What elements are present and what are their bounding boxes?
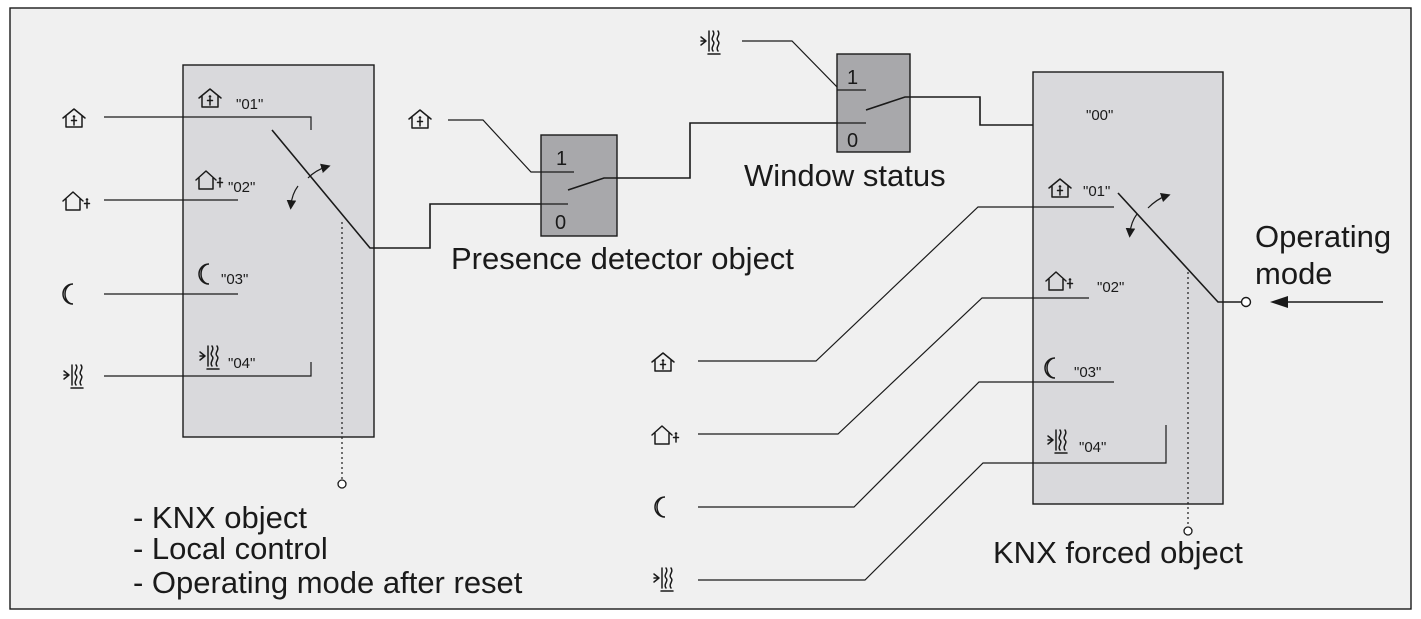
left-label-04: "04": [228, 355, 255, 372]
switch-arrow-icon: [1147, 192, 1171, 209]
left-label-01: "01": [236, 96, 263, 113]
operating-mode-label-1: Operating: [1255, 219, 1391, 254]
left-switch-output: [271, 129, 568, 249]
window-gate-caption: Window status: [744, 158, 946, 193]
right-input-line-comfort: [698, 206, 1114, 362]
window-input-0: 0: [847, 130, 858, 152]
right-input-line-standby: [698, 297, 1089, 435]
right-switch-output: [1117, 192, 1241, 303]
right-input-line-night: [698, 381, 1114, 508]
source-list-item: - Operating mode after reset: [133, 565, 523, 600]
source-list-item: - Local control: [133, 531, 328, 566]
switch-arrow-icon: [1125, 213, 1138, 238]
left-label-03: "03": [221, 271, 248, 288]
output-terminal: [1240, 296, 1252, 308]
operating-mode-label-2: mode: [1255, 256, 1333, 291]
left-label-02: "02": [228, 179, 255, 196]
left-input-line-frost: [104, 362, 312, 377]
forced-object-caption: KNX forced object: [993, 535, 1243, 570]
right-label-04: "04": [1079, 439, 1106, 456]
right-label-02: "02": [1097, 279, 1124, 296]
switch-arrow-icon: [307, 163, 331, 179]
forced-object-block: [1032, 71, 1224, 505]
left-input-line-comfort: [104, 116, 312, 130]
right-label-01: "01": [1083, 183, 1110, 200]
window-input-1: 1: [847, 67, 858, 89]
operating-mode-block: [182, 64, 375, 438]
presence-input-0: 0: [555, 212, 566, 234]
source-list-item: - KNX object: [133, 500, 307, 535]
switch-arrow-icon: [286, 185, 299, 210]
presence-output-line: [567, 122, 840, 191]
arrow-left-icon: [1270, 296, 1288, 308]
right-label-00: "00": [1086, 107, 1113, 124]
presence-input-1: 1: [556, 148, 567, 170]
right-label-03: "03": [1074, 364, 1101, 381]
selector-point: [337, 479, 347, 489]
right-input-line-frost: [698, 425, 1167, 581]
window-status-gate: [836, 53, 911, 153]
presence-gate-caption: Presence detector object: [451, 241, 794, 276]
selector-point: [1183, 526, 1193, 536]
